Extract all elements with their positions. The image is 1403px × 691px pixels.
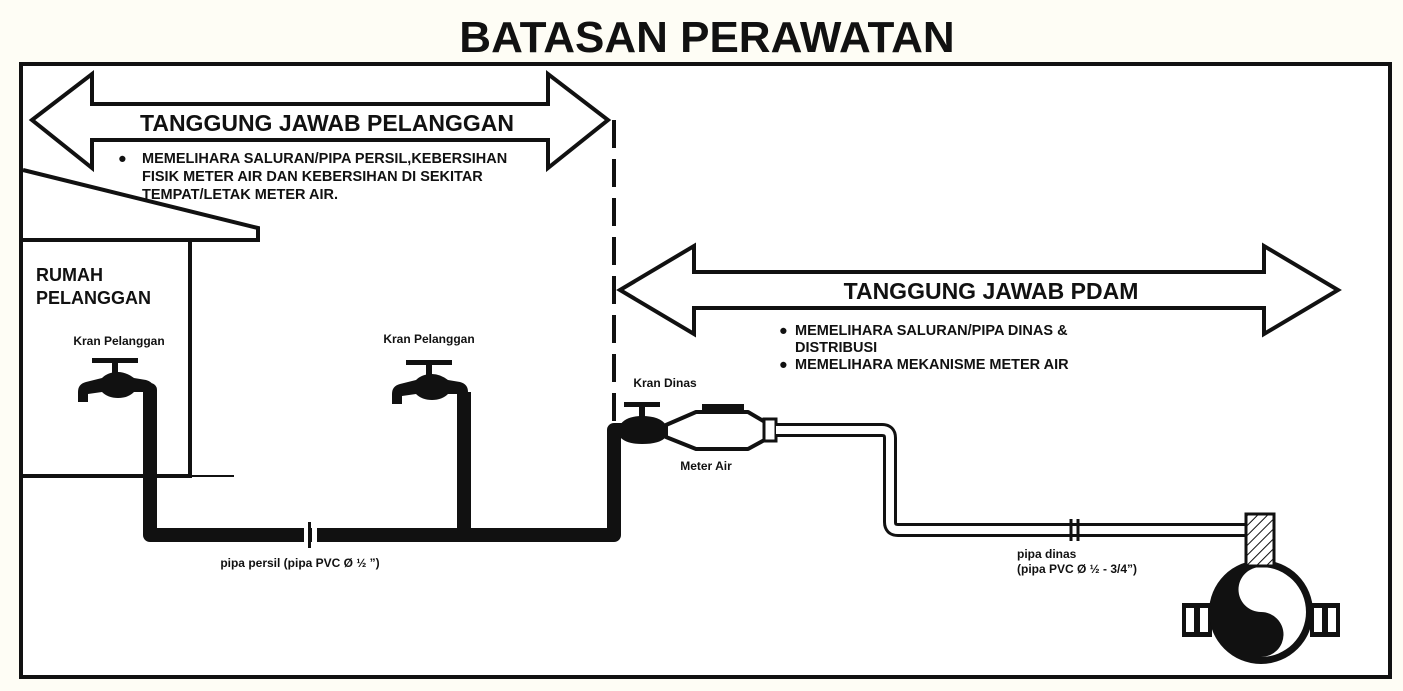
double-arrow-icon [28, 69, 612, 173]
distribution-pipe-label-line: pipa dinas [1017, 547, 1077, 561]
water-tap-icon [392, 360, 468, 404]
customer-responsibility-bullet: ● MEMELIHARA SALURAN/PIPA PERSIL,KEBERSI… [118, 151, 511, 203]
tap-2-label: Kran Pelanggan [383, 332, 474, 346]
pipe-coupling [304, 524, 309, 546]
bullet-icon: ● [779, 323, 788, 339]
pdam-bullet-line: MEMELIHARA SALURAN/PIPA DINAS & [795, 323, 1068, 339]
pdam-responsibility-heading: TANGGUNG JAWAB PDAM [844, 278, 1139, 304]
pdam-responsibility-bullets: ● MEMELIHARA SALURAN/PIPA DINAS & DISTRI… [779, 323, 1072, 373]
customer-house: RUMAH PELANGGAN [22, 168, 260, 478]
distribution-pipe-label-line: (pipa PVC Ø ½ - 3/4”) [1017, 562, 1137, 576]
service-pipe-line [143, 383, 633, 542]
meter-label: Meter Air [680, 459, 732, 473]
customer-bullet-line: MEMELIHARA SALURAN/PIPA PERSIL,KEBERSIHA… [142, 151, 507, 167]
distribution-pipe [776, 423, 1258, 541]
house-label: RUMAH PELANGGAN [36, 265, 151, 308]
pdam-bullet-line: DISTRIBUSI [795, 340, 877, 356]
house-wall [23, 238, 192, 478]
house-label-line: PELANGGAN [36, 288, 151, 308]
customer-service-pipe [143, 383, 633, 548]
pdam-bullet-1: MEMELIHARA SALURAN/PIPA DINAS & DISTRIBU… [795, 323, 1072, 356]
distribution-pipe-fill [776, 426, 1258, 534]
house-label-line: RUMAH [36, 265, 103, 285]
pipe-coupling [312, 524, 317, 546]
distribution-pipe-label: pipa dinas (pipa PVC Ø ½ - 3/4”) [1017, 547, 1137, 576]
customer-responsibility-heading: TANGGUNG JAWAB PELANGGAN [140, 110, 514, 136]
double-arrow-icon [616, 242, 1342, 338]
pdam-responsibility-arrow: TANGGUNG JAWAB PDAM [616, 242, 1342, 338]
diagram-frame [19, 62, 1392, 679]
bullet-icon: ● [779, 357, 788, 373]
customer-bullet-line: FISIK METER AIR DAN KEBERSIHAN DI SEKITA… [142, 169, 483, 185]
bullet-icon: ● [118, 151, 127, 167]
service-pipe-label: pipa persil (pipa PVC Ø ½ ”) [220, 556, 379, 570]
service-valve-label: Kran Dinas [633, 376, 697, 390]
customer-bullet-line: TEMPAT/LETAK METER AIR. [142, 187, 338, 203]
customer-responsibility-arrow: TANGGUNG JAWAB PELANGGAN [28, 69, 612, 173]
water-tap-icon [78, 358, 154, 402]
customer-bullet-text: MEMELIHARA SALURAN/PIPA PERSIL,KEBERSIHA… [142, 151, 511, 203]
pdam-bullet-2: MEMELIHARA MEKANISME METER AIR [795, 357, 1069, 373]
tap-1-label: Kran Pelanggan [73, 334, 164, 348]
valve-icon [620, 402, 672, 444]
pdam-bullet-line: MEMELIHARA MEKANISME METER AIR [795, 357, 1069, 373]
page-title: BATASAN PERAWATAN [459, 13, 954, 62]
main-pipe-icon [1182, 512, 1340, 664]
